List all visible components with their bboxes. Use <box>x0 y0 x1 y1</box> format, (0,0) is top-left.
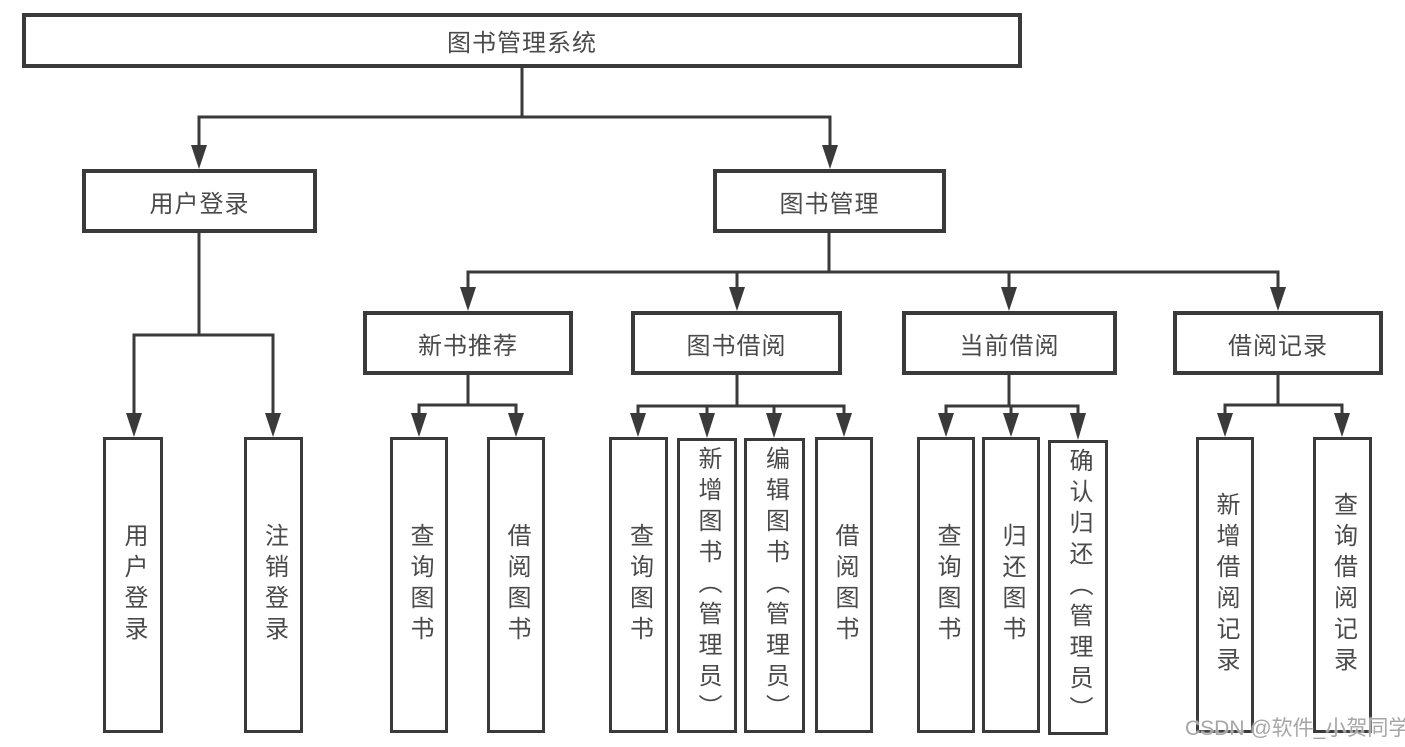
leaf-add-borrow-record: 新增借阅记录 <box>1196 437 1254 733</box>
node-label: 新书推荐 <box>418 332 518 360</box>
node-label: 查询图书 <box>933 523 960 647</box>
node-label: 新增图书（管理员） <box>694 446 721 725</box>
node-label: 归还图书 <box>998 523 1025 647</box>
node-label: 用户登录 <box>120 523 147 647</box>
leaf-return-book: 归还图书 <box>982 437 1040 733</box>
node-label: 用户登录 <box>149 190 250 218</box>
node-label: 图书管理系统 <box>447 30 597 57</box>
leaf-confirm-return-admin: 确认归还（管理员） <box>1048 440 1108 735</box>
leaf-add-book-admin: 新增图书（管理员） <box>677 438 737 733</box>
leaf-query-books-current: 查询图书 <box>917 437 975 733</box>
leaf-query-books-borrow: 查询图书 <box>609 437 668 733</box>
node-label: 借阅记录 <box>1228 332 1328 360</box>
node-label: 借阅图书 <box>831 523 858 647</box>
leaf-logout: 注销登录 <box>244 437 303 733</box>
leaf-user-login: 用户登录 <box>103 437 163 733</box>
node-book-management: 图书管理 <box>713 169 946 233</box>
node-current-borrowing: 当前借阅 <box>902 311 1117 375</box>
node-borrowing-records: 借阅记录 <box>1173 311 1383 375</box>
node-label: 编辑图书（管理员） <box>761 446 789 725</box>
watermark-text: CSDN @软件_小贺同学 <box>1185 717 1405 740</box>
node-book-borrowing: 图书借阅 <box>631 311 842 375</box>
node-label: 注销登录 <box>260 523 288 647</box>
node-library-management-system: 图书管理系统 <box>22 13 1022 68</box>
node-label: 借阅图书 <box>503 523 530 647</box>
node-label: 图书借阅 <box>686 332 787 360</box>
leaf-borrow-books-recommend: 借阅图书 <box>487 437 545 733</box>
node-label: 查询图书 <box>625 523 653 647</box>
node-user-login: 用户登录 <box>82 169 317 233</box>
leaf-query-books-recommend: 查询图书 <box>390 437 448 733</box>
node-label: 图书管理 <box>779 190 880 218</box>
leaf-borrow-books: 借阅图书 <box>815 437 873 733</box>
node-label: 查询图书 <box>406 523 433 647</box>
node-label: 当前借阅 <box>959 332 1060 360</box>
node-new-book-recommendation: 新书推荐 <box>363 311 573 375</box>
leaf-edit-book-admin: 编辑图书（管理员） <box>744 438 805 733</box>
node-label: 查询借阅记录 <box>1329 492 1357 678</box>
leaf-query-borrow-record: 查询借阅记录 <box>1313 437 1372 733</box>
node-label: 新增借阅记录 <box>1212 492 1239 678</box>
node-label: 确认归还（管理员） <box>1065 448 1092 727</box>
